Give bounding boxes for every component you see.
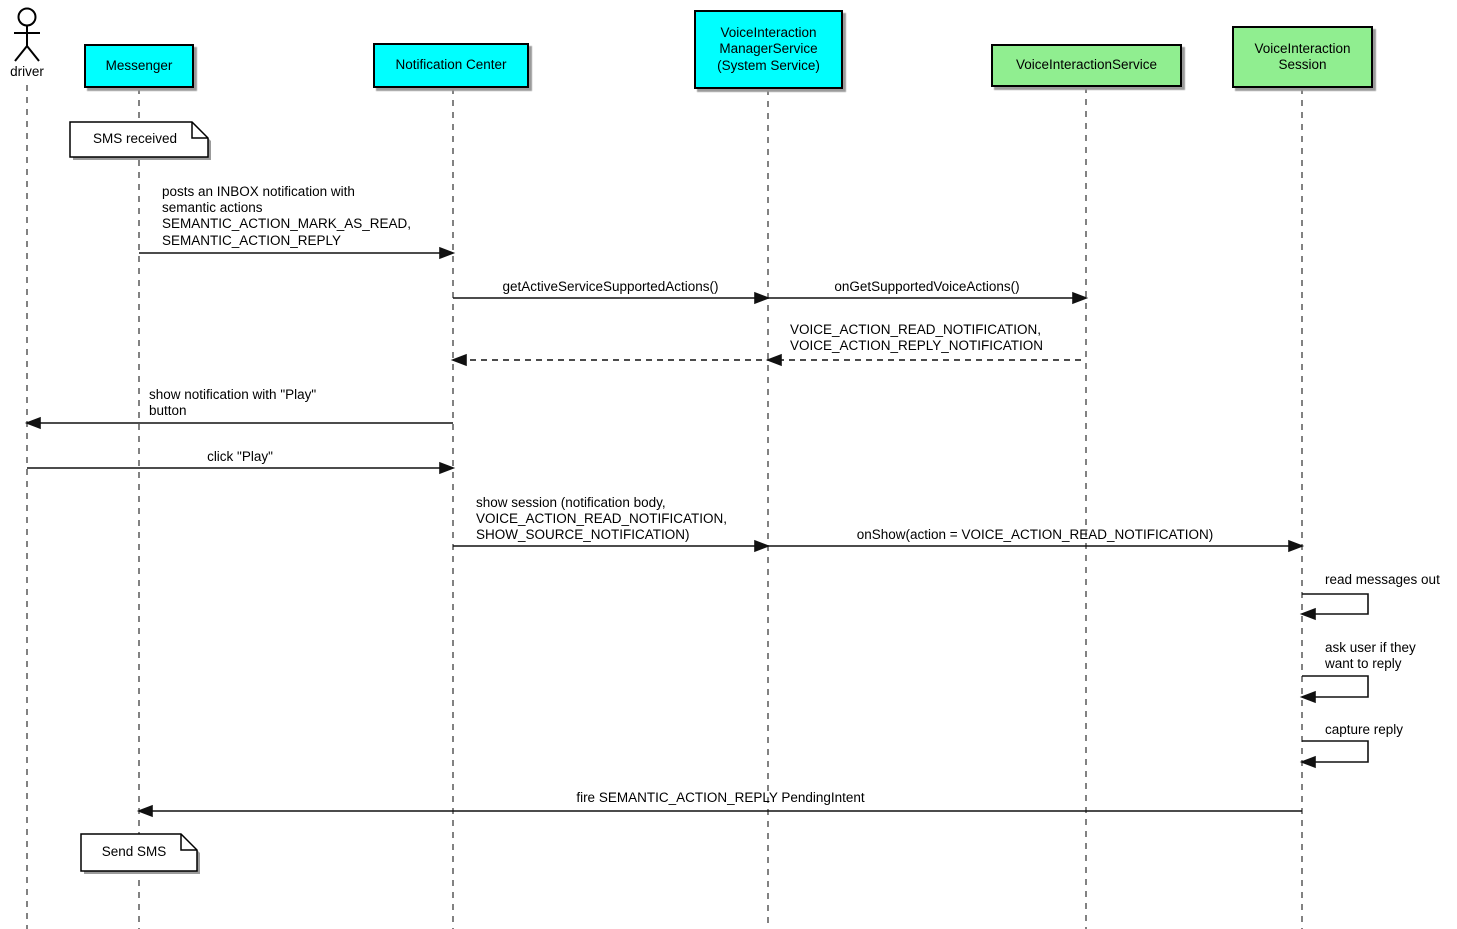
participant-box-voiceinteractionservice: VoiceInteractionService — [991, 44, 1182, 87]
message-label-5: show notification with "Play" button — [149, 387, 317, 419]
message-label-4: VOICE_ACTION_READ_NOTIFICATION, VOICE_AC… — [790, 322, 1044, 354]
message-label-3: onGetSupportedVoiceActions() — [834, 279, 1020, 294]
message-label-2: getActiveServiceSupportedActions() — [502, 279, 719, 294]
message-arrow-8 — [768, 539, 1305, 553]
message-arrows — [24, 246, 1369, 818]
participant-label: VoiceInteractionService — [1015, 57, 1158, 73]
participant-box-voiceinteraction-managerservice: VoiceInteraction ManagerService (System … — [694, 10, 843, 89]
self-message-loop-2 — [1299, 675, 1369, 704]
message-arrow-3 — [768, 291, 1089, 305]
message-label-12: fire SEMANTIC_ACTION_REPLY PendingIntent — [576, 790, 865, 805]
message-label-6: click "Play" — [207, 449, 273, 464]
message-label-11: capture reply — [1325, 722, 1404, 737]
participant-box-messenger: Messenger — [84, 44, 194, 88]
self-message-loop-3 — [1299, 740, 1369, 769]
lifelines — [26, 85, 1303, 929]
message-arrow-7 — [453, 539, 771, 553]
message-arrow-1 — [139, 246, 456, 260]
note-sms-received-shape — [69, 121, 211, 160]
message-label-7: show session (notification body, VOICE_A… — [476, 495, 728, 543]
message-arrow-2 — [453, 291, 771, 305]
message-arrow-12 — [136, 804, 1302, 818]
message-label-1: posts an INBOX notification with semanti… — [162, 184, 412, 248]
note-sms-received-label: SMS received — [92, 131, 178, 146]
participant-box-notification-center: Notification Center — [373, 43, 529, 88]
note-send-sms-label: Send SMS — [101, 844, 167, 859]
participant-label: VoiceInteraction ManagerService (System … — [717, 24, 820, 73]
message-label-8: onShow(action = VOICE_ACTION_READ_NOTIFI… — [856, 527, 1214, 542]
participant-label: Messenger — [105, 57, 173, 73]
participant-label: Notification Center — [395, 57, 507, 73]
participant-box-voiceinteraction-session: VoiceInteraction Session — [1232, 26, 1373, 88]
note-send-sms-shape — [80, 833, 200, 874]
message-arrow-4-return — [450, 353, 1086, 367]
actor-figure-icon — [14, 7, 40, 62]
actor-label: driver — [10, 64, 44, 79]
message-arrow-6 — [27, 461, 456, 475]
self-message-loop-1 — [1299, 593, 1369, 621]
participant-label: VoiceInteraction Session — [1254, 40, 1351, 73]
message-label-10: ask user if they want to reply — [1325, 640, 1416, 672]
message-label-9: read messages out — [1325, 572, 1440, 587]
message-arrow-5 — [24, 416, 453, 430]
